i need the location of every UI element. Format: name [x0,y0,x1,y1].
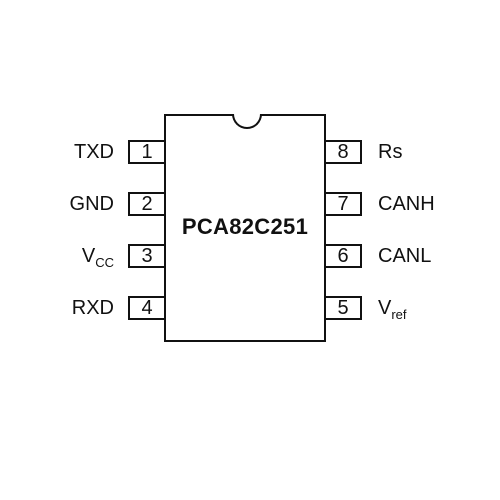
pin-3-box: 3 [128,244,164,268]
pin-3-label: VCC [81,245,114,270]
pin-8-label: Rs [378,141,403,163]
orientation-notch [232,114,262,129]
pin-5-box: 5 [326,296,362,320]
pin-2-box: 2 [128,192,164,216]
pin-4-box: 4 [128,296,164,320]
part-number: PCA82C251 [181,214,309,239]
pin-7-label: CANH [378,193,435,215]
pin-1-label: TXD [74,141,114,163]
pin-8-number: 8 [337,140,349,163]
pin-5-number: 5 [337,296,349,319]
pin-3-number: 3 [141,244,153,267]
pin-6-box: 6 [326,244,362,268]
pin-7-number: 7 [337,192,349,215]
pin-2-number: 2 [141,192,153,215]
pin-1-number: 1 [141,140,153,163]
pin-8-box: 8 [326,140,362,164]
pin-4-label: RXD [71,297,114,319]
pin-7-box: 7 [326,192,362,216]
pin-1-box: 1 [128,140,164,164]
pin-6-number: 6 [337,244,349,267]
pin-5-label: Vref [378,297,407,322]
pin-2-label: GND [69,193,114,215]
pin-6-label: CANL [378,245,432,267]
chip-body: PCA82C251 [164,114,326,342]
pin-4-number: 4 [141,296,153,319]
